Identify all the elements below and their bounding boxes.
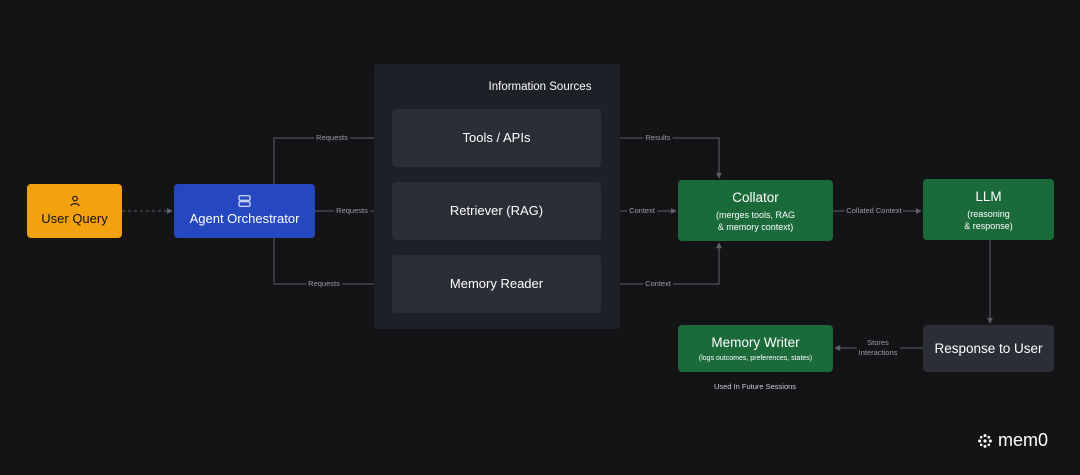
memory-writer-description: (logs outcomes, preferences, states)	[698, 354, 813, 362]
edge-orchestrator-to-memory-reader	[273, 238, 391, 287]
llm-node: LLM (reasoning & response)	[923, 179, 1054, 240]
edge-label-collated-context: Collated Context	[844, 206, 904, 216]
retriever-label: Retriever (RAG)	[449, 203, 544, 218]
edge-tools-to-collator	[601, 137, 722, 179]
brand-name: mem0	[998, 430, 1049, 450]
collator-description: (merges tools, RAG & memory context)	[715, 209, 796, 232]
edge-label-context-bottom: Context	[643, 279, 673, 289]
edge-label-requests-bottom: Requests	[306, 279, 342, 289]
llm-label: LLM	[975, 188, 1002, 204]
mem0-logo-icon	[978, 433, 992, 448]
edge-label-context-middle: Context	[627, 206, 657, 216]
mem0-logo: mem0	[976, 430, 1048, 451]
user-query-node: User Query	[27, 184, 122, 238]
retriever-node: Retriever (RAG)	[392, 182, 601, 240]
tools-apis-node: Tools / APIs	[392, 109, 601, 167]
edge-label-stores-interactions: Stores Interactions	[856, 338, 900, 358]
llm-description: (reasoning & response)	[964, 208, 1013, 231]
response-to-user-label: Response to User	[934, 341, 1043, 356]
edge-label-requests-middle: Requests	[334, 206, 370, 216]
future-sessions-note: Used In Future Sessions	[713, 382, 797, 391]
panel-title: Information Sources	[488, 81, 592, 93]
edge-memory-reader-to-collator	[601, 242, 722, 285]
tools-apis-label: Tools / APIs	[462, 130, 531, 145]
agent-orchestrator-node: Agent Orchestrator	[174, 184, 315, 238]
memory-reader-node: Memory Reader	[392, 255, 601, 313]
agent-orchestrator-label: Agent Orchestrator	[189, 211, 300, 226]
memory-reader-label: Memory Reader	[449, 276, 544, 291]
response-to-user-node: Response to User	[923, 325, 1054, 372]
user-query-label: User Query	[41, 211, 108, 226]
memory-writer-label: Memory Writer	[711, 334, 800, 350]
user-icon	[69, 195, 80, 207]
edge-orchestrator-to-tools	[273, 135, 391, 184]
edge-label-results: Results	[643, 133, 673, 143]
server-icon	[238, 195, 251, 207]
collator-label: Collator	[732, 189, 779, 205]
edge-label-requests-top: Requests	[314, 133, 350, 143]
memory-writer-node: Memory Writer (logs outcomes, preference…	[678, 325, 833, 372]
collator-node: Collator (merges tools, RAG & memory con…	[678, 180, 833, 241]
